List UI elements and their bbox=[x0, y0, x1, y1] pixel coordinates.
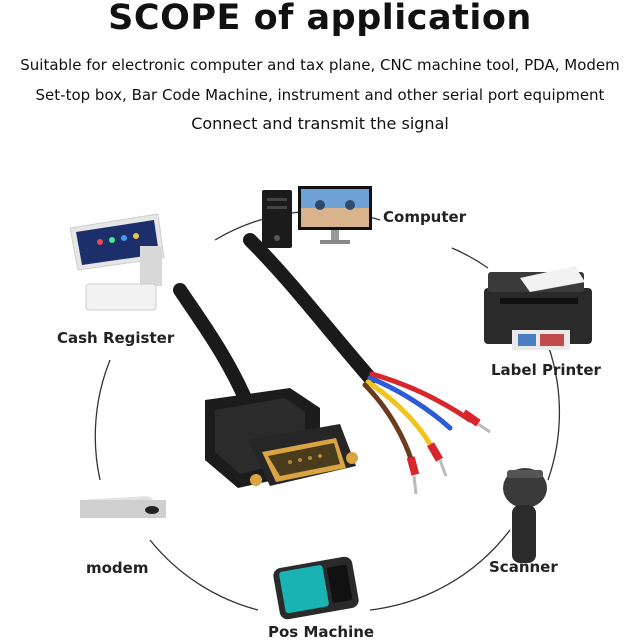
db9-connector bbox=[205, 388, 358, 488]
label-pos-machine: Pos Machine bbox=[268, 623, 375, 641]
label-scanner: Scanner bbox=[489, 558, 558, 576]
modem-image bbox=[80, 496, 166, 518]
label-cash-register: Cash Register bbox=[57, 329, 175, 347]
description-line-2: Set-top box, Bar Code Machine, instrumen… bbox=[35, 86, 605, 104]
wire-bundle bbox=[362, 371, 473, 465]
computer-image bbox=[262, 186, 372, 248]
serial-cable bbox=[173, 233, 377, 417]
scanner-image bbox=[503, 468, 547, 563]
page-title: SCOPE of application bbox=[108, 0, 532, 38]
description-line-1: Suitable for electronic computer and tax… bbox=[20, 56, 620, 74]
connection-circle bbox=[94, 210, 561, 611]
cash-register-image bbox=[69, 213, 165, 311]
label-modem: modem bbox=[86, 559, 149, 577]
wire-ferrules bbox=[406, 409, 491, 495]
label-printer-image bbox=[484, 266, 592, 350]
pos-machine-image bbox=[273, 556, 359, 620]
label-computer: Computer bbox=[383, 208, 467, 226]
description-line-3: Connect and transmit the signal bbox=[191, 114, 449, 133]
label-label-printer: Label Printer bbox=[491, 361, 601, 379]
